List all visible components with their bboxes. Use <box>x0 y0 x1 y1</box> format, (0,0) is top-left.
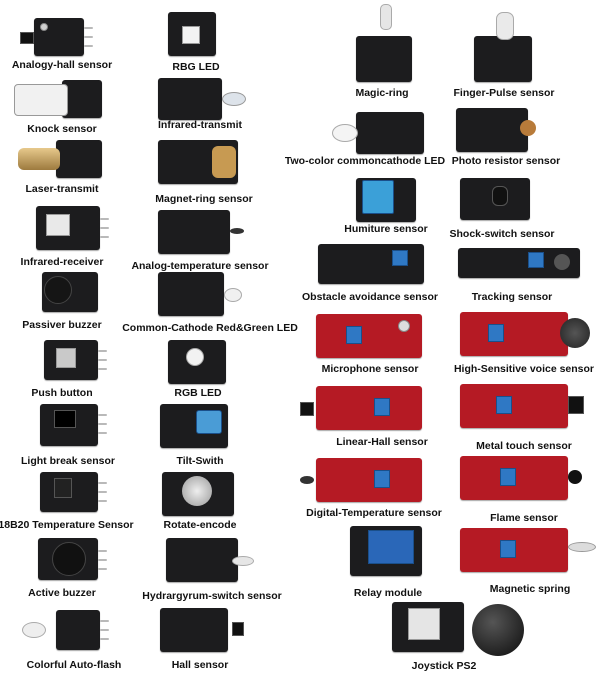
label-microphone-sensor: Microphone sensor <box>321 363 419 375</box>
label-finger-pulse-sensor: Finger-Pulse sensor <box>453 87 555 99</box>
label-flame-sensor: Flame sensor <box>490 512 558 524</box>
label-analog-temperature-sensor: Analog-temperature sensor <box>131 260 269 272</box>
label-relay-module: Relay module <box>353 587 423 599</box>
label-metal-touch-sensor: Metal touch sensor <box>476 440 572 452</box>
label-hydrargyrum-switch-sensor: Hydrargyrum-switch sensor <box>142 590 282 602</box>
label-two-color-commoncathode-led: Two-color commoncathode LED <box>284 155 446 167</box>
label-rotate-encode: Rotate-encode <box>163 519 237 531</box>
label-laser-transmit: Laser-transmit <box>25 183 99 195</box>
label-18b20-temperature-sensor: 18B20 Temperature Sensor <box>0 519 134 531</box>
label-rgb-led: RGB LED <box>174 387 222 399</box>
label-magic-ring: Magic-ring <box>355 87 409 99</box>
label-shock-switch-sensor: Shock-switch sensor <box>449 228 555 240</box>
label-light-break-sensor: Light break sensor <box>21 455 115 467</box>
label-high-sensitive-voice-sensor: High-Sensitive voice sensor <box>453 363 595 375</box>
label-analogy-hall-sensor: Analogy-hall sensor <box>11 59 113 71</box>
label-magnetic-spring: Magnetic spring <box>489 583 571 595</box>
label-push-button: Push button <box>31 387 93 399</box>
label-tracking-sensor: Tracking sensor <box>471 291 553 303</box>
label-joystick-ps2: Joystick PS2 <box>411 660 477 672</box>
label-magnet-ring-sensor: Magnet-ring sensor <box>155 193 253 205</box>
label-infrared-transmit: Infrared-transmit <box>157 119 243 131</box>
label-tilt-swith: Tilt-Swith <box>176 455 224 467</box>
label-humiture-sensor: Humiture sensor <box>344 223 428 235</box>
label-colorful-auto-flash: Colorful Auto-flash <box>26 659 122 671</box>
label-active-buzzer: Active buzzer <box>28 587 96 599</box>
label-rbg-led: RBG LED <box>172 61 220 73</box>
label-photo-resistor-sensor: Photo resistor sensor <box>451 155 561 167</box>
label-knock-sensor: Knock sensor <box>27 123 97 135</box>
label-common-cathode-red-green-led: Common-Cathode Red&Green LED <box>122 322 298 334</box>
label-obstacle-avoidance-sensor: Obstacle avoidance sensor <box>302 291 438 303</box>
label-infrared-receiver: Infrared-receiver <box>20 256 104 268</box>
label-passiver-buzzer: Passiver buzzer <box>22 319 102 331</box>
label-digital-temperature-sensor: Digital-Temperature sensor <box>306 507 442 519</box>
label-linear-hall-sensor: Linear-Hall sensor <box>336 436 428 448</box>
label-hall-sensor: Hall sensor <box>171 659 229 671</box>
